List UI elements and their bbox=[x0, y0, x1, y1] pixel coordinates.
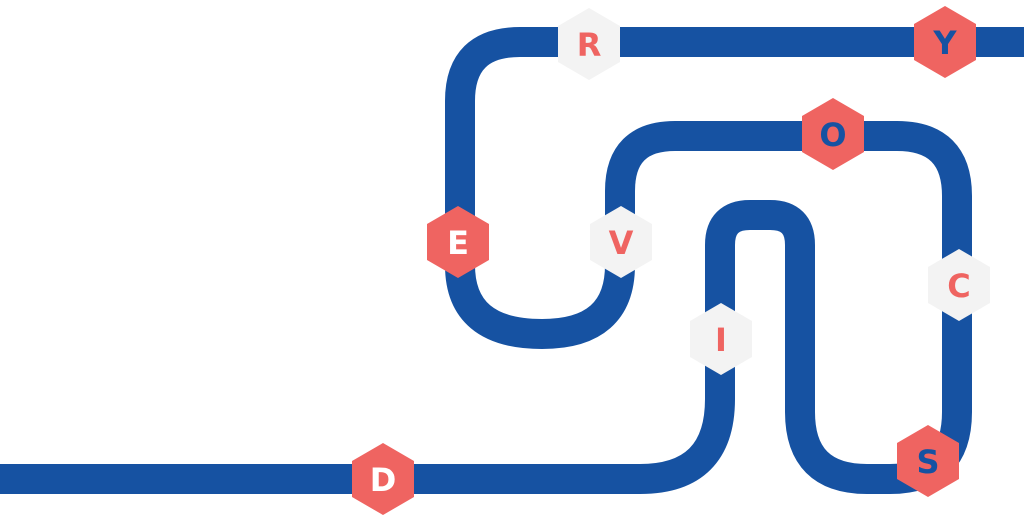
badge-letter-o: O bbox=[819, 116, 846, 154]
hexagon-r bbox=[558, 8, 620, 80]
badge-letter-c: C bbox=[947, 267, 970, 305]
winding-track bbox=[0, 27, 1024, 494]
badge-e: E bbox=[427, 206, 489, 278]
badge-letter-y: Y bbox=[932, 24, 957, 62]
badge-o: O bbox=[802, 98, 864, 170]
badge-letter-v: V bbox=[609, 224, 634, 262]
hexagon-c bbox=[928, 249, 990, 321]
hexagon-s bbox=[897, 425, 959, 497]
hexagon-i bbox=[690, 303, 752, 375]
badge-letter-r: R bbox=[577, 26, 602, 64]
badge-c: C bbox=[928, 249, 990, 321]
badge-i: I bbox=[690, 303, 752, 375]
badge-s: S bbox=[897, 425, 959, 497]
hexagon-o bbox=[802, 98, 864, 170]
badge-d: D bbox=[352, 443, 414, 515]
badge-letter-s: S bbox=[916, 443, 939, 481]
badge-r: R bbox=[558, 8, 620, 80]
hexagon-d bbox=[352, 443, 414, 515]
hexagon-y bbox=[914, 6, 976, 78]
badge-y: Y bbox=[914, 6, 976, 78]
badge-letter-d: D bbox=[370, 461, 397, 499]
badge-letter-e: E bbox=[447, 224, 469, 262]
hexagon-v bbox=[590, 206, 652, 278]
badge-v: V bbox=[590, 206, 652, 278]
hexagon-e bbox=[427, 206, 489, 278]
badge-letter-i: I bbox=[715, 321, 727, 359]
